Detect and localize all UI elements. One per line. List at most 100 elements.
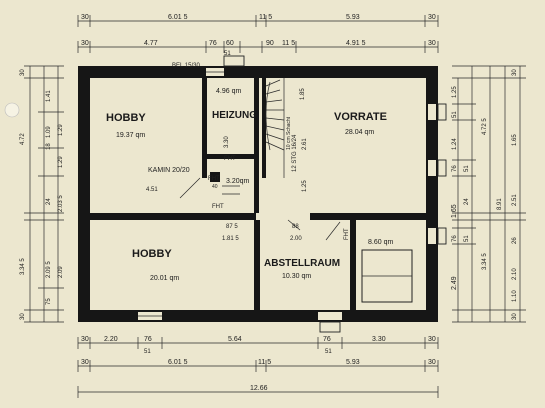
room-area-flur: 3.20qm [226, 178, 250, 185]
dim-right-d: 76 [452, 165, 458, 172]
window-right-3 [437, 227, 447, 245]
dim-left-k: 75 [46, 298, 52, 305]
dim-right-b: 51 [452, 111, 458, 118]
dim-interior-451: 4.51 [146, 187, 158, 193]
dim-interior-40: 40 [212, 184, 218, 190]
room-area-abstellraum: 10.30 qm [282, 273, 311, 280]
dim-interior-875: 87 5 [226, 224, 238, 230]
dim-bottom-inner-f: 76 [323, 336, 331, 343]
dim-top-outer-c: 11 5 [259, 14, 272, 21]
dim-left-b: 1.41 [46, 90, 52, 102]
dim-right-t: 1.10 [512, 290, 518, 302]
dim-bottom-outer-b: 6.01 5 [168, 359, 188, 366]
dimension-bottom-total: 12.66 [77, 385, 439, 398]
doors [179, 177, 341, 241]
dim-right-s: 2.10 [512, 268, 518, 280]
dim-right-c: 1.24 [452, 138, 458, 150]
dim-left-f: 18 [46, 143, 52, 150]
dim-right-h: 76 [452, 235, 458, 242]
room-area-hobby-2: 20.01 qm [150, 275, 179, 282]
dimension-right: 1.25 51 1.24 76 51 24 1.65 76 51 2.49 4.… [451, 65, 526, 323]
dim-right-l: 3.34 5 [482, 253, 488, 270]
dim-left-l: 30 [20, 313, 26, 320]
label-kamin: KAMIN 20/20 [148, 167, 190, 174]
dim-top-inner-i: 51 [224, 51, 231, 57]
dim-bottom-inner-h: 3.30 [372, 336, 386, 343]
dim-right-r: 26 [512, 237, 518, 244]
dim-right-g: 1.65 [451, 204, 458, 218]
label-fht-2: FHT [212, 204, 224, 210]
dim-top-inner-f: 11 5 [282, 40, 295, 47]
dim-top-outer-a: 30 [81, 14, 89, 21]
dimension-left: 30 1.41 1.29 1.09 1.29 18 24 2.03 5 2.09… [20, 65, 64, 323]
dim-top-inner-a: 30 [81, 40, 89, 47]
dim-left-a: 30 [20, 69, 26, 76]
dim-right-n: 30 [512, 69, 518, 76]
dim-right-e: 51 [464, 165, 470, 172]
dim-right-f: 24 [464, 198, 470, 205]
dim-bottom-inner-c: 76 [144, 336, 152, 343]
room-name-vorrate: VORRATE [334, 111, 387, 123]
dim-interior-125: 1.25 [302, 180, 308, 192]
dim-top-inner-b: 4.77 [144, 40, 158, 47]
dim-bottom-inner-d: 51 [144, 349, 151, 355]
dim-left-e: 1.29 [58, 156, 64, 168]
dim-top-outer-b: 6.01 5 [168, 14, 188, 21]
dim-left-g: 24 [46, 198, 52, 205]
dimension-top-outer: 30 6.01 5 11 5 5.93 30 [77, 14, 439, 27]
dim-top-inner-g: 4.91 5 [346, 40, 366, 47]
dim-left-h: 2.03 5 [58, 195, 64, 212]
dim-interior-1815: 1.81 5 [222, 236, 239, 242]
dim-bottom-inner-g: 51 [325, 349, 332, 355]
dimension-top-inner: 30 4.77 76 60 90 11 5 4.91 5 30 51 [77, 40, 439, 57]
dim-bottom-outer-a: 30 [81, 359, 89, 366]
dim-bottom-inner-i: 30 [428, 336, 436, 343]
dim-bottom-total: 12.66 [250, 385, 268, 392]
dim-right-k: 4.72 5 [482, 118, 488, 135]
label-bel: BEL 15/30 [172, 63, 200, 69]
dim-left-j: 2.09 5 [46, 261, 52, 278]
label-fht-3: FHT [208, 176, 220, 182]
outer-walls [78, 66, 438, 322]
room-area-bad: 8.60 qm [368, 239, 393, 246]
label-stg: 12 STG 16/24 [292, 134, 298, 172]
dim-interior-330: 3.30 [224, 136, 230, 148]
room-area-vorrate: 28.04 qm [345, 129, 374, 136]
label-fht-1: FHT [224, 156, 236, 162]
dim-top-inner-c: 76 [209, 40, 217, 47]
dim-left-d: 1.09 [46, 126, 52, 138]
dim-left-i: 2.09 [58, 266, 64, 278]
dim-right-o: 30 [512, 313, 518, 320]
room-name-heizung: HEIZUNG [212, 110, 257, 121]
dim-top-outer-e: 30 [428, 14, 436, 21]
dim-interior-88: 88 [292, 224, 299, 230]
dim-bottom-inner-b: 2.20 [104, 336, 118, 343]
dim-right-j: 2.49 [451, 276, 458, 290]
dim-right-a: 1.25 [452, 86, 458, 98]
dim-right-m: 8.91 [497, 198, 503, 210]
window-well-top [223, 55, 245, 67]
dim-bottom-outer-c: 11 5 [258, 359, 271, 366]
room-name-hobby-2: HOBBY [132, 248, 172, 260]
window-well-bottom [319, 321, 341, 333]
dimension-bottom-outer: 30 6.01 5 11 5 5.93 30 [77, 359, 439, 372]
window-bottom-abstell [318, 312, 342, 320]
dim-left-m: 4.72 [20, 133, 26, 145]
dimension-bottom-inner: 30 2.20 76 51 5.64 76 51 3.30 30 [77, 336, 439, 355]
label-fht-4: FHT [344, 228, 350, 240]
dim-top-inner-h: 30 [428, 40, 436, 47]
dim-bottom-outer-d: 5.93 [346, 359, 360, 366]
window-right-1 [437, 103, 447, 121]
dim-bottom-inner-e: 5.64 [228, 336, 242, 343]
label-schacht: 10 cm Schacht [286, 116, 292, 150]
dim-top-inner-d: 60 [226, 40, 234, 47]
punch-hole [4, 102, 20, 118]
dim-right-p: 1.65 [512, 134, 518, 146]
dim-top-inner-e: 90 [266, 40, 274, 47]
dim-bottom-outer-e: 30 [428, 359, 436, 366]
room-area-heizung: 4.96 qm [216, 88, 241, 95]
dim-interior-200: 2.00 [290, 236, 302, 242]
window-right-2 [437, 159, 447, 177]
dim-top-outer-d: 5.93 [346, 14, 360, 21]
dim-interior-261: 2.61 [302, 138, 308, 150]
